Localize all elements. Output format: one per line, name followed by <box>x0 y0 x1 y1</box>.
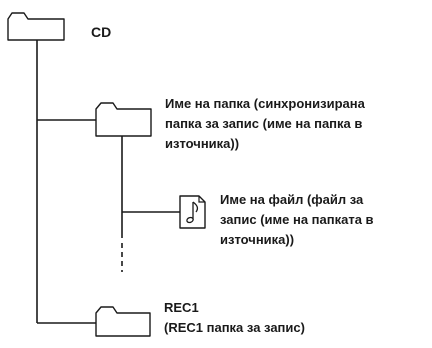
rec-folder-label-line: (REC1 папка за запис) <box>164 320 305 335</box>
sync-folder-label-line: източника)) <box>165 136 240 151</box>
file-label: Име на файл (файл за запис (име на папка… <box>220 190 374 250</box>
sync-folder-label: Име на папка (синхронизирана папка за за… <box>165 94 365 154</box>
sync-folder-label-line: папка за запис (име на папка в <box>165 116 363 131</box>
rec-folder-label-line: REC1 <box>164 300 199 315</box>
folder-icon <box>7 12 65 41</box>
file-label-line: запис (име на папката в <box>220 212 374 227</box>
sync-folder-label-line: Име на папка (синхронизирана <box>165 96 365 111</box>
file-label-line: Име на файл (файл за <box>220 192 364 207</box>
folder-icon <box>95 102 152 137</box>
folder-icon <box>95 306 151 337</box>
root-folder-label: CD <box>91 24 112 40</box>
music-file-icon <box>179 195 206 229</box>
rec-folder-label: REC1 (REC1 папка за запис) <box>164 298 305 338</box>
file-label-line: източника)) <box>220 232 295 247</box>
